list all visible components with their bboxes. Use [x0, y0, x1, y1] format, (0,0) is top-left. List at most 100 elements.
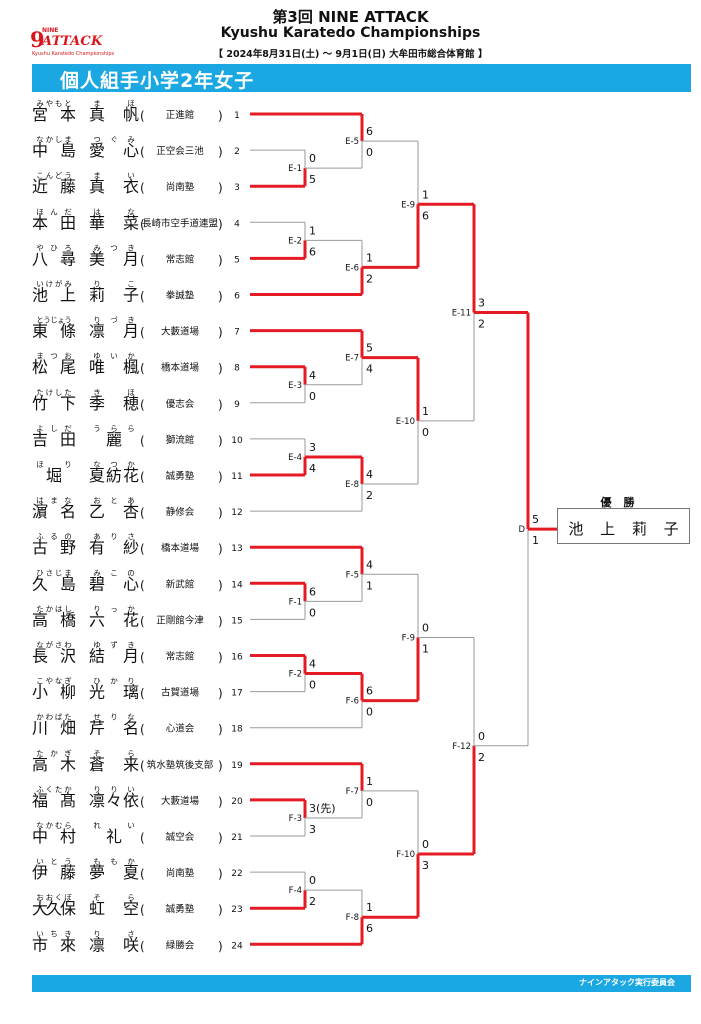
player-family-name: 來: [60, 935, 76, 954]
player-family-ruby: な: [36, 135, 44, 144]
match-score: 2: [366, 272, 373, 285]
player-given-name: 璃: [123, 683, 139, 702]
player-family-ruby: い: [36, 857, 44, 866]
club-open-paren: (: [140, 867, 145, 881]
player-family-ruby: よ: [36, 424, 44, 433]
player-given-ruby: ま: [93, 99, 101, 108]
match-score: 1: [366, 775, 373, 788]
player-given-ruby: こ: [110, 568, 118, 577]
club-open-paren: (: [140, 651, 145, 665]
player-family-ruby: わ: [46, 713, 54, 722]
player-given-ruby: な: [93, 460, 101, 469]
match-score: 1: [422, 188, 429, 201]
player-given-name: 紡: [106, 466, 122, 485]
player-family-name: 池: [32, 286, 48, 305]
player-given-ruby: き: [93, 388, 101, 397]
club-open-paren: (: [140, 181, 145, 195]
club-close-paren: ): [218, 723, 223, 737]
player-given-ruby: お: [93, 496, 101, 505]
player-family-ruby: ふ: [36, 785, 44, 794]
player-given-ruby: い: [127, 171, 135, 180]
player-given-name: 夏: [89, 466, 105, 485]
club-close-paren: ): [218, 903, 223, 917]
footer-band: ナインアタック実行委員会: [32, 975, 691, 992]
player-given-ruby: か: [127, 604, 135, 613]
player-given-ruby: り: [110, 532, 118, 541]
player-family-name: 村: [60, 827, 76, 846]
match-score: 4: [366, 468, 373, 481]
match-id: F-12: [452, 742, 471, 752]
player-given-name: 虹: [89, 899, 105, 918]
player-given-name: 々: [106, 791, 122, 810]
match-score: 2: [309, 895, 316, 908]
player-family-ruby: か: [46, 821, 54, 830]
event-title: 第3回 NINE ATTACK: [272, 8, 429, 26]
match-id: F-10: [396, 850, 415, 860]
player-family-ruby: と: [64, 99, 72, 108]
player-given-name: 花: [123, 466, 139, 485]
player-given-name: 依: [123, 791, 139, 810]
player-family-ruby: じ: [55, 568, 63, 577]
club-close-paren: ): [218, 434, 223, 448]
player-family-ruby: し: [64, 604, 72, 613]
player-family-name: 久: [46, 899, 62, 918]
champion-box: [557, 508, 690, 544]
player-given-ruby: も: [110, 857, 118, 866]
player-given-ruby: か: [110, 677, 118, 686]
player-club: 常志館: [166, 651, 195, 663]
player-given-name: 凛: [89, 322, 105, 341]
seed-number: 6: [234, 292, 240, 302]
player-given-ruby: あ: [93, 532, 101, 541]
player-family-ruby: う: [64, 316, 72, 325]
club-open-paren: (: [140, 687, 145, 701]
player-family-ruby: く: [55, 893, 63, 902]
player-family-ruby: む: [55, 821, 63, 830]
player-given-ruby: な: [127, 207, 135, 216]
player-given-name: 礼: [106, 827, 122, 846]
player-family-ruby: ぎ: [64, 748, 72, 758]
player-given-ruby: り: [93, 785, 101, 794]
champion-name: 池上莉子: [560, 518, 687, 539]
player-given-ruby: ゆ: [93, 641, 101, 650]
player-given-ruby: う: [93, 424, 101, 433]
player-family-ruby: や: [46, 677, 54, 686]
player-family-ruby: ど: [55, 171, 63, 180]
match-score: 1: [309, 224, 316, 237]
player-family-ruby: た: [55, 785, 63, 794]
player-family-ruby: こ: [36, 171, 44, 180]
player-given-name: 結: [89, 647, 105, 666]
player-family-ruby: う: [64, 171, 72, 180]
seed-number: 23: [231, 905, 242, 915]
match-score: 0: [309, 152, 316, 165]
player-club: 緑勝会: [166, 939, 195, 951]
club-close-paren: ): [218, 506, 223, 520]
player-given-ruby: り: [93, 280, 101, 289]
player-club: 尚南塾: [166, 181, 195, 193]
player-given-ruby: か: [127, 857, 135, 866]
player-family-ruby: か: [36, 713, 44, 722]
player-given-name: 六: [89, 610, 105, 629]
club-open-paren: (: [140, 326, 145, 340]
match-score: 4: [309, 462, 316, 475]
player-given-name: 杏: [123, 502, 139, 521]
player-given-name: 凛: [89, 791, 105, 810]
player-family-name: 柳: [60, 683, 76, 702]
player-family-ruby: し: [55, 135, 63, 144]
match-score: 3: [309, 823, 316, 836]
match-id: F-1: [289, 597, 302, 607]
match-score: 0: [366, 146, 373, 159]
club-open-paren: (: [140, 614, 145, 628]
match-id: F-3: [289, 814, 302, 824]
player-family-ruby: ん: [46, 171, 54, 180]
player-given-ruby: せ: [93, 713, 101, 722]
club-close-paren: ): [218, 795, 223, 809]
club-open-paren: (: [140, 470, 145, 484]
match-score: 0: [366, 796, 373, 809]
match-id: E-6: [345, 263, 359, 273]
match-score: 3: [422, 859, 429, 872]
player-given-ruby: つ: [110, 460, 118, 469]
player-family-ruby: た: [64, 713, 72, 722]
player-family-name: 近: [32, 177, 48, 196]
player-given-ruby: い: [110, 352, 118, 361]
match-id: E-9: [401, 200, 415, 210]
